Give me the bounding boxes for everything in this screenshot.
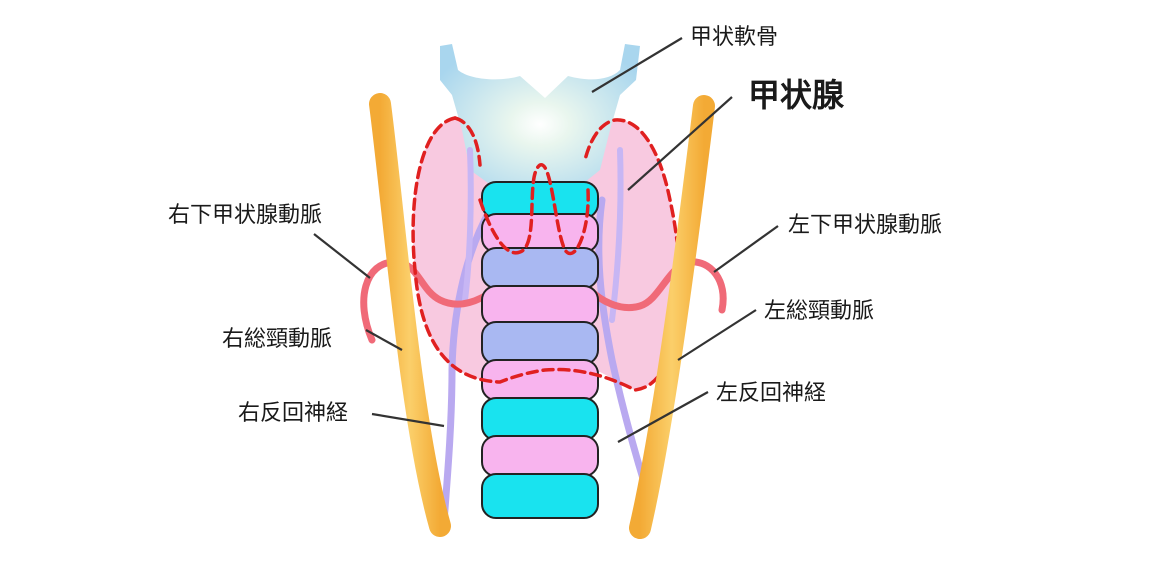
leader-left-recurrent-laryngeal-nerve — [617, 391, 709, 443]
trachea — [481, 181, 599, 519]
left-recurrent-laryngeal-nerve — [595, 196, 656, 512]
tracheal-ring-7 — [481, 397, 599, 441]
label-left-recurrent-laryngeal-nerve: 左反回神経 — [716, 381, 826, 406]
leader-left-inferior-thyroid-artery — [713, 225, 779, 273]
tracheal-ring-5 — [481, 321, 599, 365]
right-common-carotid-artery — [369, 93, 451, 537]
label-right-recurrent-laryngeal-nerve: 右反回神経 — [238, 401, 348, 426]
leader-right-common-carotid-artery — [365, 329, 403, 351]
label-left-common-carotid-artery: 左総頸動脈 — [764, 299, 874, 324]
tracheal-ring-9 — [481, 473, 599, 519]
label-right-common-carotid-artery: 右総頸動脈 — [222, 327, 332, 352]
tracheal-ring-4 — [481, 285, 599, 327]
tracheal-ring-8 — [481, 435, 599, 477]
label-thyroid-cartilage: 甲状軟骨 — [690, 25, 778, 50]
leader-left-common-carotid-artery — [677, 309, 757, 361]
thyroid-gland-outline — [411, 116, 682, 392]
tracheal-ring-3 — [481, 247, 599, 289]
left-common-carotid-artery — [629, 95, 715, 539]
tracheal-ring-1 — [481, 181, 599, 219]
tracheal-ring-2 — [481, 213, 599, 253]
right-inferior-thyroid-artery — [360, 258, 499, 344]
tracheal-ring-6 — [481, 359, 599, 401]
leader-right-recurrent-laryngeal-nerve — [371, 412, 445, 428]
leader-thyroid-gland — [627, 96, 733, 191]
right-nerve-upper — [462, 147, 474, 303]
left-inferior-thyroid-artery — [586, 258, 727, 314]
leader-thyroid-cartilage — [591, 37, 683, 93]
thyroid-cartilage-shape — [440, 44, 640, 190]
label-right-inferior-thyroid-artery: 右下甲状腺動脈 — [168, 203, 322, 228]
label-left-inferior-thyroid-artery: 左下甲状腺動脈 — [788, 213, 942, 238]
leader-right-inferior-thyroid-artery — [313, 233, 371, 279]
label-thyroid-gland: 甲状腺 — [748, 76, 845, 114]
